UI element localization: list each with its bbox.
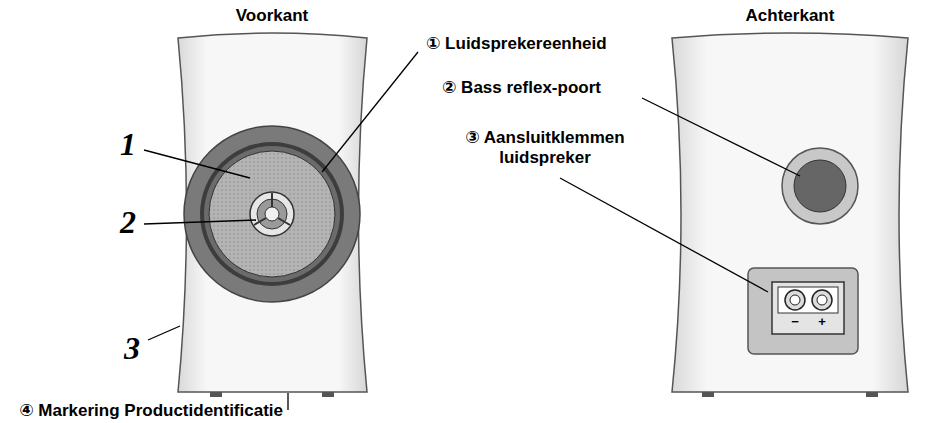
callout-number: 3 (124, 332, 140, 364)
leader-line (148, 326, 180, 340)
back-cabinet (672, 33, 908, 392)
leader-line (144, 150, 250, 178)
speaker-terminals (748, 268, 858, 354)
callout-number: 1 (120, 128, 136, 160)
foot (866, 392, 878, 397)
view-heading: Achterkant (746, 6, 835, 26)
foot (702, 392, 714, 397)
speaker-unit (184, 126, 360, 302)
part-label: ④ Markering Productidentificatie (19, 401, 283, 421)
part-label: ① Luidsprekereenheid (426, 34, 607, 54)
leader-line (144, 220, 256, 224)
part-label: ② Bass reflex-poort (442, 78, 601, 98)
part-label: ③ Aansluitklemmen luidspreker (440, 128, 650, 169)
polarity-sign: + (818, 314, 826, 330)
leader-lines (144, 52, 800, 410)
leader-line (287, 393, 288, 410)
foot (210, 392, 222, 397)
callout-number: 2 (120, 206, 136, 238)
polarity-sign: − (791, 314, 799, 330)
bass-reflex-port (782, 148, 858, 224)
front-cabinet (178, 33, 367, 392)
leader-line (642, 98, 800, 176)
view-heading: Voorkant (236, 6, 308, 26)
leader-line (322, 52, 418, 172)
leader-line (560, 178, 768, 292)
foot (322, 392, 334, 397)
